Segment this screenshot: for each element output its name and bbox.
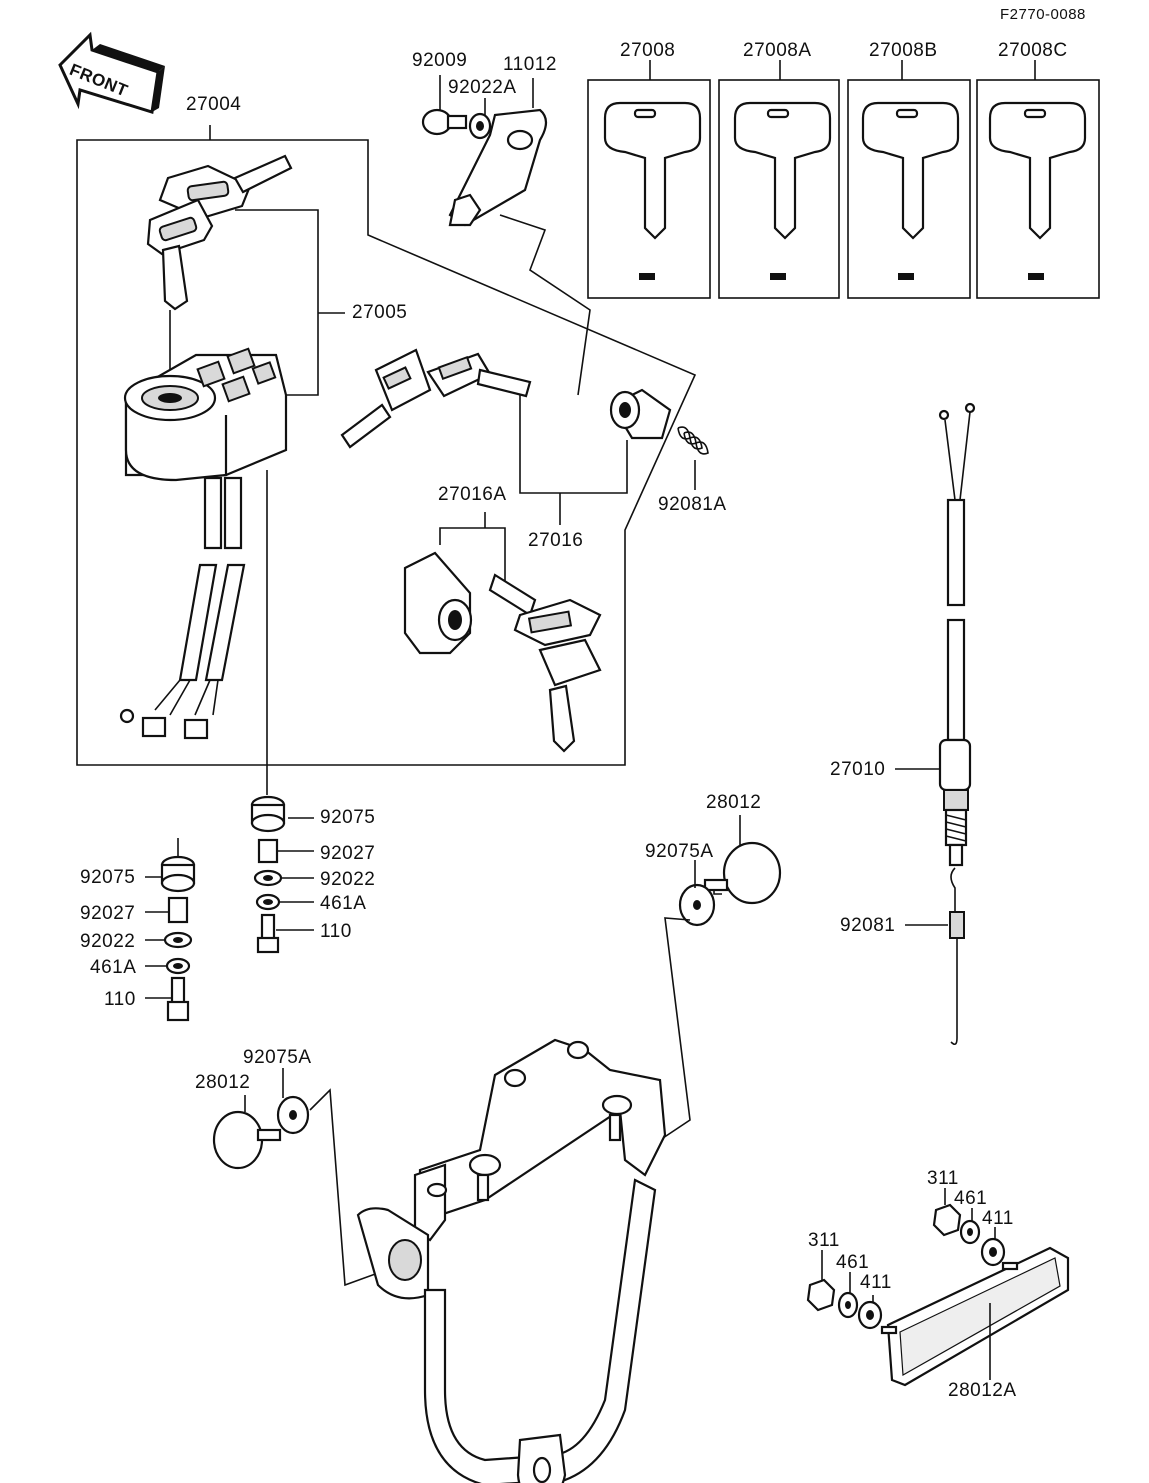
spring-92081A-icon bbox=[677, 426, 709, 490]
part-label-92022-right: 92022 bbox=[320, 869, 376, 890]
lock-bracket-11012-icon bbox=[448, 108, 591, 396]
key-panel-27008B bbox=[847, 60, 971, 299]
reflector-28012-left-icon bbox=[212, 1095, 282, 1170]
part-label-461A-left: 461A bbox=[90, 957, 137, 978]
part-label-27010: 27010 bbox=[830, 759, 886, 780]
part-label-28012A: 28012A bbox=[948, 1380, 1017, 1401]
part-label-27005: 27005 bbox=[352, 302, 408, 323]
part-label-411-lower: 411 bbox=[860, 1272, 892, 1293]
nut-311-lower-icon bbox=[806, 1250, 836, 1312]
key-panel-27008C bbox=[976, 60, 1100, 299]
leader-27005 bbox=[235, 209, 319, 396]
diagram-reference-number: F2770-0088 bbox=[1000, 6, 1086, 23]
reflector-bracket-icon bbox=[356, 1038, 667, 1483]
part-label-311-upper: 311 bbox=[927, 1168, 959, 1189]
front-arrow-icon bbox=[58, 31, 165, 114]
lock-cylinder-icon bbox=[609, 388, 672, 440]
part-label-27016: 27016 bbox=[528, 530, 584, 551]
part-label-411-upper: 411 bbox=[982, 1208, 1014, 1229]
part-label-110-left: 110 bbox=[104, 989, 136, 1010]
part-label-28012-left: 28012 bbox=[195, 1072, 251, 1093]
part-label-27008C: 27008C bbox=[998, 40, 1068, 61]
part-label-92075A-right: 92075A bbox=[645, 841, 714, 862]
part-label-27016A: 27016A bbox=[438, 484, 507, 505]
part-label-92022-left: 92022 bbox=[80, 931, 136, 952]
nut-311-upper-icon bbox=[932, 1188, 962, 1237]
part-label-92009: 92009 bbox=[412, 50, 468, 71]
part-label-311-lower: 311 bbox=[808, 1230, 840, 1251]
key-panel-27008A bbox=[718, 60, 840, 299]
part-label-461-upper: 461 bbox=[954, 1188, 988, 1209]
part-label-461-lower: 461 bbox=[836, 1252, 870, 1273]
part-label-92075-left: 92075 bbox=[80, 867, 136, 888]
washer-411-lower-icon bbox=[857, 1295, 883, 1330]
ignition-switch-icon bbox=[119, 347, 288, 795]
ignition-kit-frame bbox=[76, 125, 697, 766]
reflector-28012-right-icon bbox=[703, 815, 782, 905]
part-label-27008: 27008 bbox=[620, 40, 676, 61]
spring-92081-icon bbox=[905, 867, 965, 1046]
part-label-110-right: 110 bbox=[320, 921, 352, 942]
part-label-27008A: 27008A bbox=[743, 40, 812, 61]
seat-lock-keys-icon bbox=[340, 348, 628, 525]
screw-92009-icon bbox=[421, 75, 468, 136]
seat-lock-assembly-icon bbox=[403, 512, 602, 753]
washer-411-upper-icon bbox=[980, 1227, 1006, 1267]
part-label-92022A: 92022A bbox=[448, 77, 517, 98]
part-label-27008B: 27008B bbox=[869, 40, 938, 61]
key-panel-27008 bbox=[587, 60, 711, 299]
part-label-461A-right: 461A bbox=[320, 893, 367, 914]
switch-cable-27010-icon bbox=[895, 402, 976, 867]
part-label-92081A: 92081A bbox=[658, 494, 727, 515]
grommet-92075A-left-icon bbox=[276, 1068, 401, 1287]
grommet-92075A-right-icon bbox=[659, 860, 716, 1141]
part-label-27004: 27004 bbox=[186, 94, 242, 115]
part-label-92027-left: 92027 bbox=[80, 903, 136, 924]
mount-stack-left-icon bbox=[145, 838, 196, 1022]
washer-461-upper-icon bbox=[959, 1208, 981, 1245]
ignition-keys-icon bbox=[146, 154, 293, 378]
part-label-92081: 92081 bbox=[840, 915, 896, 936]
part-label-92075-right: 92075 bbox=[320, 807, 376, 828]
mount-stack-right-icon bbox=[250, 795, 314, 954]
part-label-11012: 11012 bbox=[503, 54, 557, 75]
part-label-92075A-left: 92075A bbox=[243, 1047, 312, 1068]
washer-92022A-icon bbox=[468, 98, 492, 140]
part-label-28012-right: 28012 bbox=[706, 792, 762, 813]
washer-461-lower-icon bbox=[837, 1272, 859, 1319]
part-label-92027-right: 92027 bbox=[320, 843, 376, 864]
rear-reflector-28012A-icon bbox=[880, 1246, 1070, 1387]
